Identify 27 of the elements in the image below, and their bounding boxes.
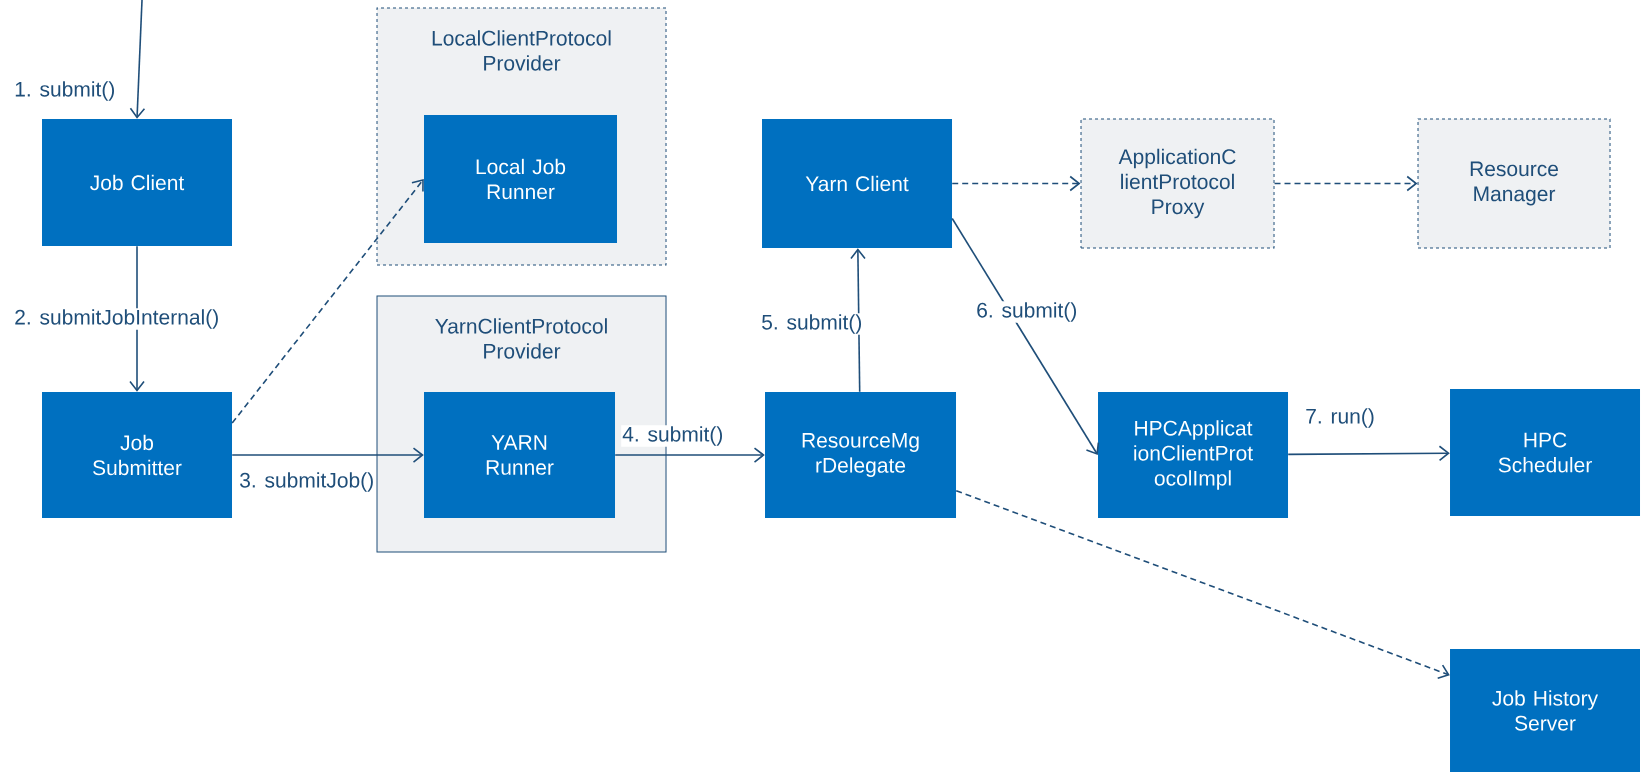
process-box: HPC Scheduler: [1450, 389, 1640, 516]
arrow: [129, 0, 146, 119]
arrow: [614, 447, 765, 463]
process-box: Job History Server: [1450, 649, 1640, 772]
process-box: YARN Runner: [424, 392, 615, 518]
arrow: [1287, 445, 1450, 462]
process-box: Job Submitter: [42, 392, 232, 518]
arrow: [231, 447, 424, 463]
process-box: Local Job Runner: [424, 115, 617, 243]
arrow: [951, 217, 1100, 455]
edge-label: 3. submitJob(): [238, 471, 376, 493]
process-box: Yarn Client: [762, 119, 952, 248]
arrow: [951, 175, 1081, 192]
process-box: HPCApplicat ionClientProt ocolImpl: [1098, 392, 1288, 518]
process-box: ResourceMg rDelegate: [765, 392, 956, 518]
edge-label: 2. submitJobInternal(): [13, 308, 221, 330]
process-box: Resource Manager: [1417, 118, 1611, 249]
edge-label: 7. run(): [1304, 407, 1376, 429]
edge-label: 1. submit(): [13, 80, 117, 102]
edge-label: 6. submit(): [975, 301, 1079, 323]
arrow: [1273, 175, 1418, 192]
arrow: [955, 489, 1450, 679]
process-box: Job Client: [42, 119, 232, 246]
process-box: ApplicationC lientProtocol Proxy: [1080, 118, 1275, 249]
edge-label: 5. submit(): [760, 313, 864, 335]
edge-label: 4. submit(): [621, 425, 725, 447]
arrow: [231, 179, 424, 424]
